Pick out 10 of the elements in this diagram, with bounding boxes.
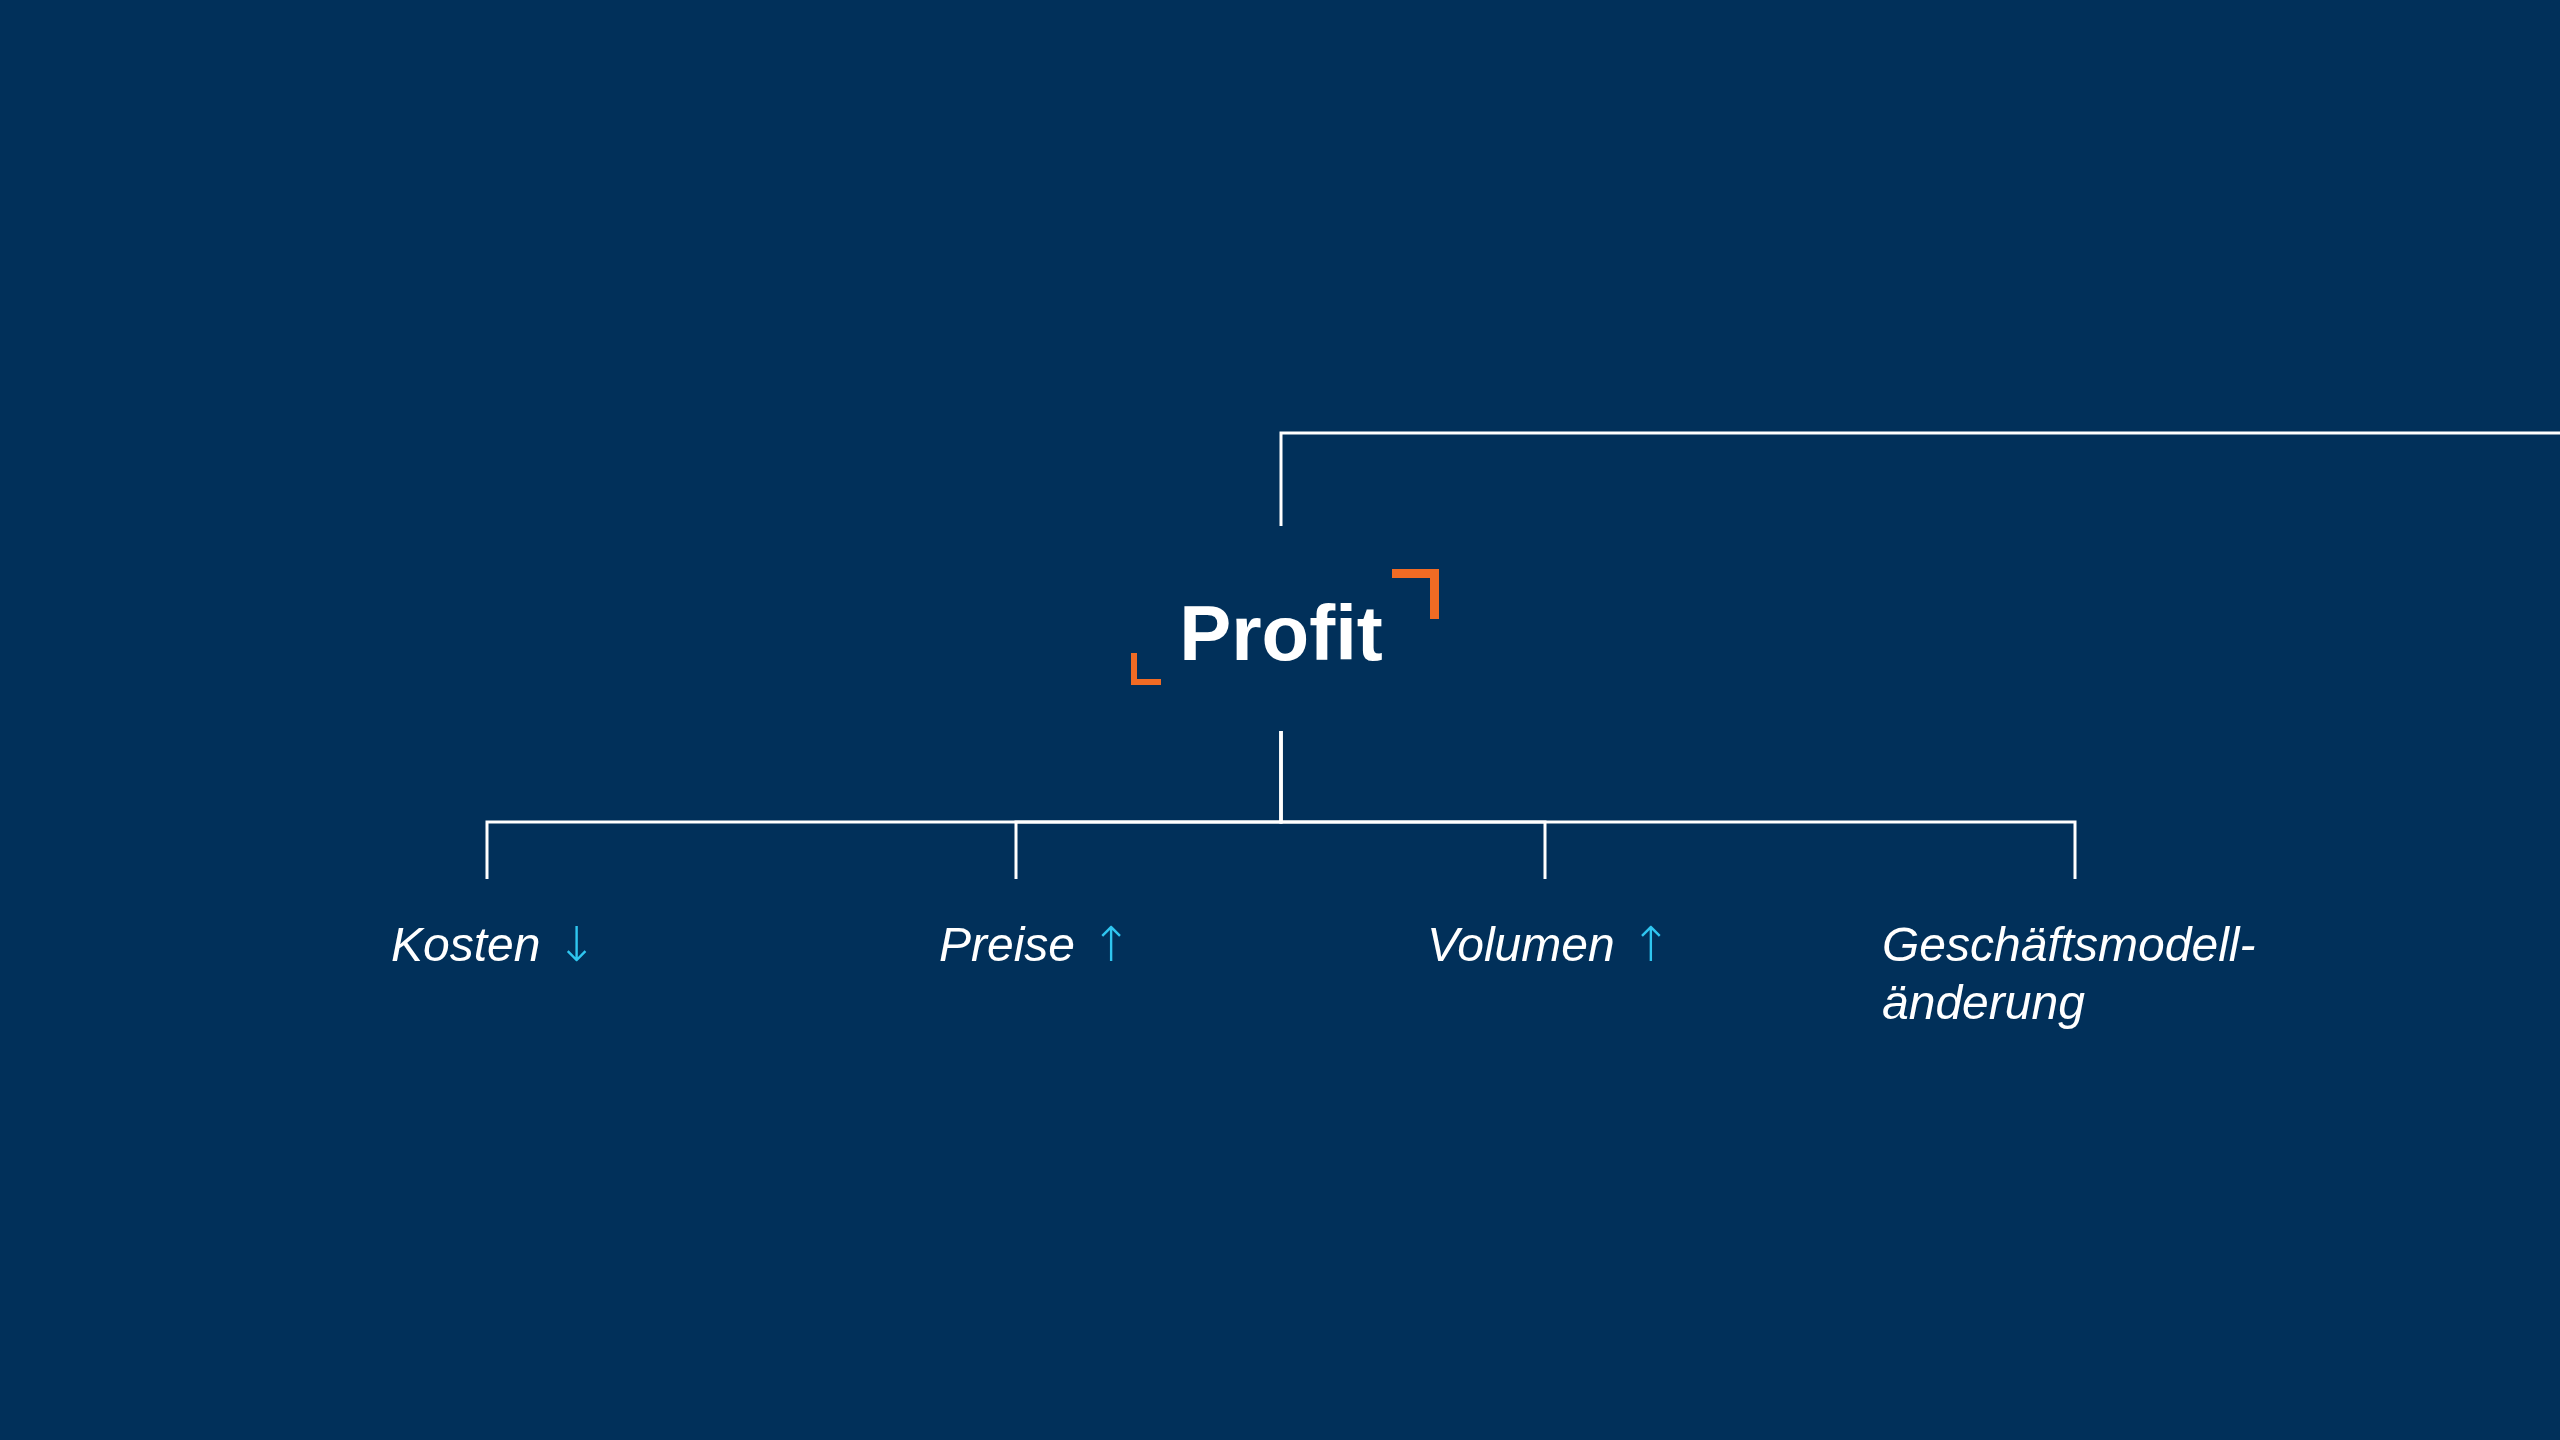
branch-label: Kosten [391,917,541,973]
root-label: Profit [1179,594,1383,672]
connector-line [1279,731,2077,879]
trend-arrow: ↓ [556,916,597,974]
trend-arrow: ↑ [1091,916,1132,974]
connector-line [1279,431,2560,526]
branch-label: Geschäftsmodell- änderung [1882,917,2257,1031]
trend-arrow: ↑ [1630,916,1671,974]
branch-label: Volumen [1427,917,1615,973]
branch-label: Preise [939,917,1076,973]
